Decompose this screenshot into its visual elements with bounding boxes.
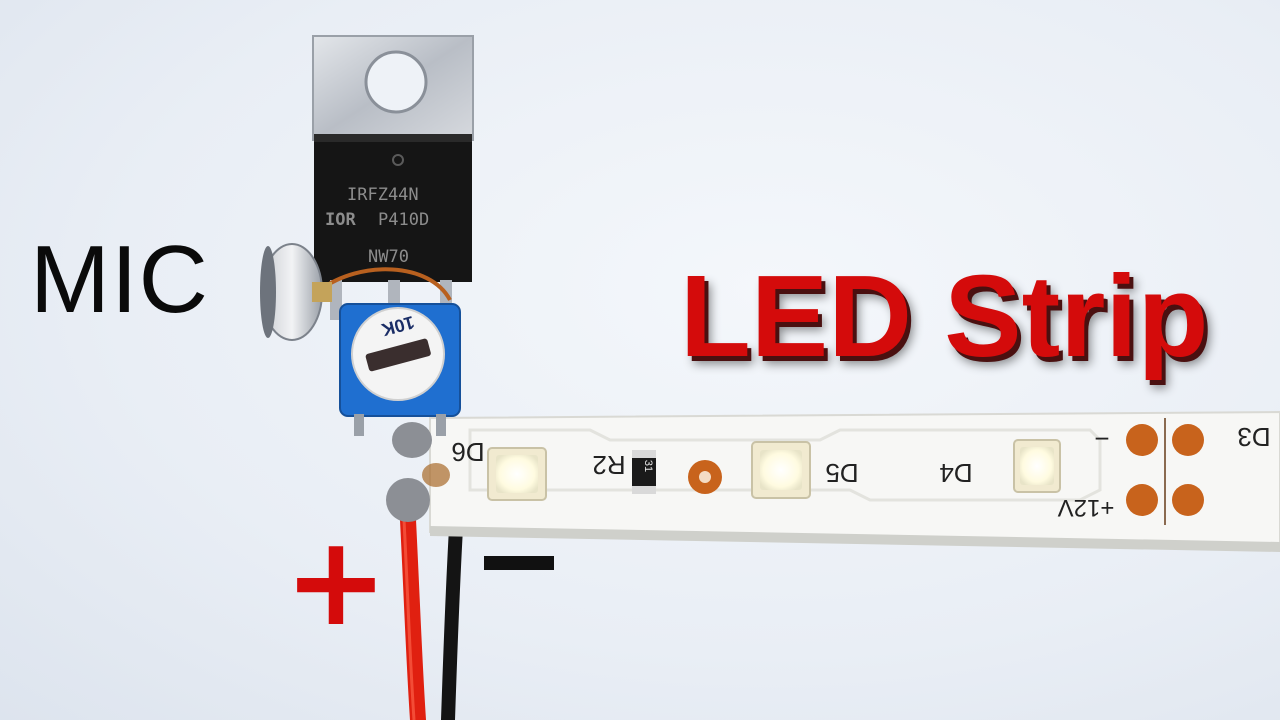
solder-joints xyxy=(386,422,450,522)
negative-sign xyxy=(484,556,554,570)
mosfet-irfz44n: IRFZ44N IOR P410D NW70 xyxy=(312,35,474,320)
mosfet-logo-text: IOR xyxy=(325,210,356,230)
mosfet-code-line-2: NW70 xyxy=(368,247,409,267)
led-label-d3: D3 xyxy=(1237,422,1270,452)
led-strip-title: LED Strip xyxy=(680,251,1209,381)
black-wire xyxy=(441,521,463,720)
led-label-d4: D4 xyxy=(939,458,972,488)
red-wire xyxy=(400,512,426,720)
mosfet-code-line: P410D xyxy=(378,210,429,230)
led-label-d6: D6 xyxy=(451,437,484,467)
potentiometer: 10K xyxy=(339,303,461,436)
pad-minus-label: − xyxy=(1094,424,1109,454)
microphone-capsule xyxy=(260,243,332,341)
led-label-d5: D5 xyxy=(825,458,858,488)
mic-label: MIC xyxy=(30,226,209,333)
mosfet-part-number: IRFZ44N xyxy=(347,185,419,205)
positive-sign: + xyxy=(284,510,388,654)
resistor-label-r2: R2 xyxy=(592,450,625,480)
led-strip xyxy=(429,410,1280,552)
resistor-code: 31 xyxy=(642,460,654,472)
pad-plus-12v-label: +12V xyxy=(1058,494,1115,521)
strip-silkscreen: D6 R2 31 D5 D4 D3 − +12V xyxy=(451,422,1270,521)
